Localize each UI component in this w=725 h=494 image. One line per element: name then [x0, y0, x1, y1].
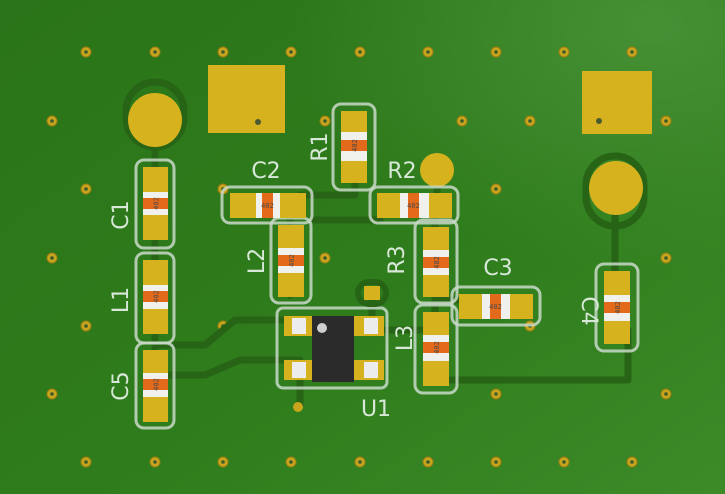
test-pad-right — [582, 152, 648, 230]
component-l1[interactable]: 402 — [143, 260, 168, 334]
label-c5: C5 — [109, 371, 134, 400]
test-pad-left — [122, 78, 188, 151]
square-pad-left — [208, 65, 285, 133]
label-c3: C3 — [483, 256, 512, 281]
r1-package-code: 402 — [351, 139, 359, 152]
component-c3[interactable]: 402 — [459, 294, 533, 319]
c1-package-code: 402 — [153, 197, 161, 210]
component-l2[interactable]: 402 — [278, 225, 304, 297]
c2-package-code: 402 — [261, 202, 274, 210]
label-r2: R2 — [387, 159, 416, 184]
square-pad-right — [582, 71, 652, 134]
component-c2[interactable]: 402 — [230, 193, 306, 218]
component-r3[interactable]: 402 — [423, 227, 449, 297]
label-c1: C1 — [109, 200, 134, 229]
component-r1[interactable]: 402 — [341, 111, 367, 183]
label-l3: L3 — [393, 325, 418, 351]
test-pad-small — [420, 153, 454, 187]
label-u1: U1 — [361, 397, 391, 422]
component-r2[interactable]: 402 — [377, 193, 452, 218]
component-c5[interactable]: 402 — [143, 350, 168, 422]
component-c1[interactable]: 402 — [143, 167, 168, 240]
silkscreen-labels: C1 L1 C5 C2 L2 R1 R2 R3 L3 C3 C4 U1 — [109, 132, 601, 422]
label-r3: R3 — [385, 245, 410, 274]
label-l2: L2 — [245, 248, 270, 274]
c5-package-code: 402 — [153, 378, 161, 391]
label-c4: C4 — [576, 296, 601, 325]
l2-package-code: 402 — [288, 254, 296, 267]
component-c4[interactable]: 402 — [604, 271, 630, 344]
l3-package-code: 402 — [433, 341, 441, 354]
c3-package-code: 402 — [489, 303, 502, 311]
pin1-marker-icon — [317, 323, 327, 333]
r3-package-code: 402 — [433, 256, 441, 269]
label-c2: C2 — [251, 159, 280, 184]
silkscreen-outlines — [134, 102, 640, 430]
r2-package-code: 402 — [407, 202, 420, 210]
label-l1: L1 — [109, 287, 134, 313]
component-l3[interactable]: 402 — [423, 312, 449, 386]
component-u1[interactable] — [284, 279, 389, 412]
c4-package-code: 402 — [614, 301, 622, 314]
l1-package-code: 402 — [153, 290, 161, 303]
label-r1: R1 — [308, 132, 333, 161]
